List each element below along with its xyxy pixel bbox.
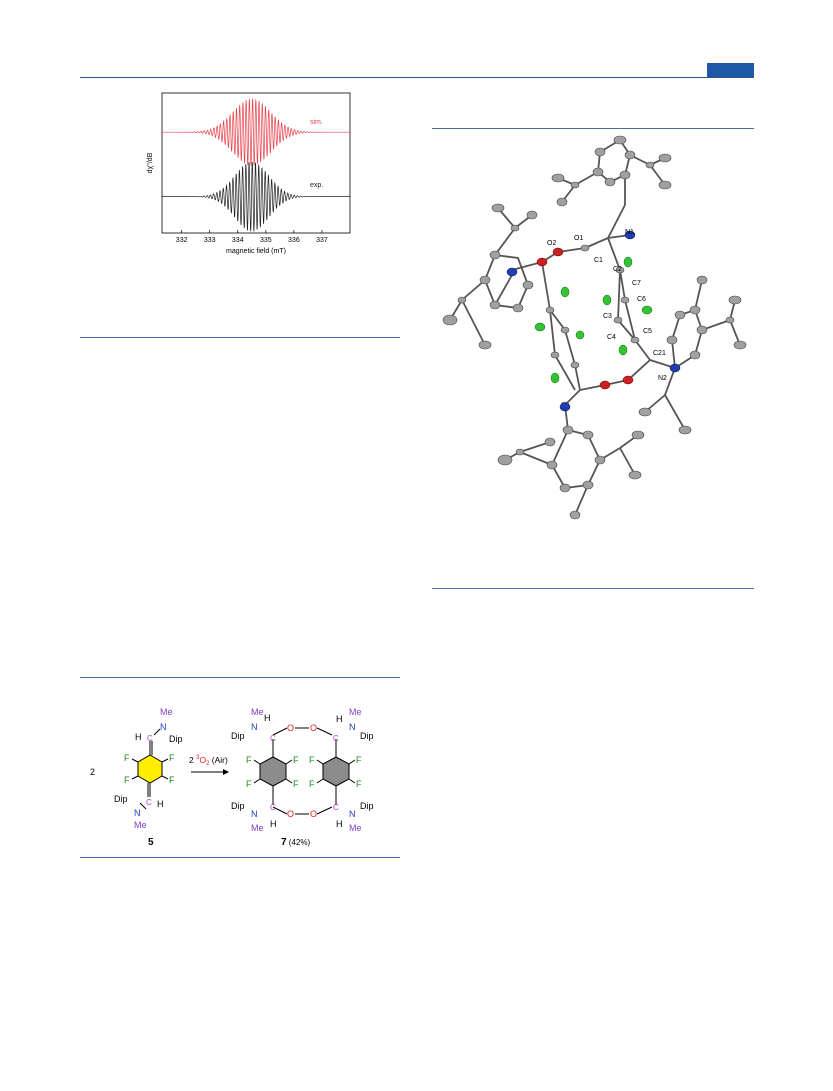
reactant-f-2: F	[169, 753, 175, 763]
product-f-3: F	[246, 779, 252, 789]
x-tick-label: 336	[288, 237, 300, 244]
product-f-7: F	[309, 779, 315, 789]
reactant-5: 2 F F F F C H N Me Dip C H N Dip Me 5	[90, 707, 183, 848]
plot-frame	[161, 92, 351, 234]
label-n2: N2	[658, 375, 667, 382]
label-c2: C2	[613, 266, 622, 273]
reactant-me-top: Me	[160, 707, 173, 717]
product-h-1: H	[264, 713, 271, 723]
reactant-c-bottom: C	[146, 798, 152, 807]
product-c-3: C	[270, 803, 276, 812]
nitrogen-atoms	[506, 230, 681, 412]
product-dip-4: Dip	[360, 801, 374, 811]
label-o1: O1	[574, 235, 583, 242]
crystal-structure: O2 O1 N1 C1 C2 C7 C6 C3 C5 C4 C21 N2	[442, 135, 747, 520]
journal-badge	[707, 63, 754, 77]
product-o-1: O	[287, 723, 294, 733]
product-ring-right	[322, 756, 350, 787]
product-f-8: F	[356, 779, 362, 789]
product-h-4: H	[336, 819, 343, 829]
reaction-arrow: 2 3O2 (Air)	[189, 755, 229, 775]
label-c7: C7	[632, 280, 641, 287]
reactant-c-top: C	[147, 734, 153, 743]
product-c-4: C	[333, 803, 339, 812]
reactant-ring	[137, 754, 163, 784]
label-c6: C6	[637, 296, 646, 303]
reactant-n-bottom: N	[134, 808, 141, 818]
product-f-5: F	[309, 755, 315, 765]
x-tick-label: 337	[316, 237, 328, 244]
x-tick-label: 332	[176, 237, 188, 244]
product-c-1: C	[270, 734, 276, 743]
product-7: F F F F F F F F O O C C H N Me Dip H N M…	[231, 707, 374, 848]
header-rule	[80, 77, 754, 78]
reactant-h-top: H	[135, 732, 142, 742]
product-dip-1: Dip	[231, 731, 245, 741]
fluorine-atoms	[534, 256, 653, 384]
product-o-2: O	[310, 723, 317, 733]
reactant-me-bottom: Me	[134, 820, 147, 830]
epr-figure: 332 333 334 335 336 337 sim. exp. magnetic fi…	[147, 92, 351, 255]
x-tick-label: 335	[260, 237, 272, 244]
reactant-dip-bottom: Dip	[114, 794, 128, 804]
product-me-4: Me	[349, 823, 362, 833]
bonds	[449, 139, 741, 516]
product-me-1: Me	[251, 707, 264, 717]
product-n-4: N	[349, 809, 356, 819]
rule-left-2	[80, 677, 400, 678]
y-axis-label: dχ''/dB	[147, 152, 154, 173]
product-f-6: F	[356, 755, 362, 765]
legend-sim: sim.	[310, 119, 323, 126]
product-ring-left	[259, 756, 287, 787]
product-c-2: C	[333, 734, 339, 743]
legend-exp: exp.	[310, 182, 323, 189]
label-o2: O2	[547, 240, 556, 247]
label-c1: C1	[594, 257, 603, 264]
reactant-f-1: F	[124, 753, 130, 763]
product-h-3: H	[270, 819, 277, 829]
arrow-reagent: 2 3O2 (Air)	[189, 755, 228, 767]
label-c5: C5	[643, 328, 652, 335]
label-c21: C21	[653, 350, 666, 357]
product-n-2: N	[349, 722, 356, 732]
product-label: 7 (42%)	[281, 837, 310, 848]
product-o-4: O	[310, 809, 317, 819]
rule-right-1	[432, 128, 754, 129]
series-exp-line	[162, 161, 350, 232]
label-c3: C3	[603, 313, 612, 320]
atom-labels: O2 O1 N1 C1 C2 C7 C6 C3 C5 C4 C21 N2	[547, 229, 667, 382]
product-f-2: F	[293, 755, 299, 765]
x-ticks: 332 333 334 335 336 337	[176, 230, 328, 244]
reactant-h-bottom: H	[157, 799, 164, 809]
reactant-dip-top: Dip	[169, 734, 183, 744]
epr-curves	[162, 98, 350, 232]
series-sim-line	[162, 98, 350, 167]
product-f-1: F	[246, 755, 252, 765]
product-me-2: Me	[349, 707, 362, 717]
x-axis-label: magnetic field (mT)	[226, 248, 286, 255]
product-o-3: O	[287, 809, 294, 819]
product-dip-3: Dip	[231, 801, 245, 811]
reactant-f-4: F	[169, 775, 175, 785]
reaction-scheme: 2 F F F F C H N Me Dip C H N Dip Me 5 2 …	[90, 707, 374, 848]
product-dip-2: Dip	[360, 731, 374, 741]
reactant-n-top: N	[160, 722, 167, 732]
product-f-4: F	[293, 779, 299, 789]
rule-left-3	[80, 857, 400, 858]
reactant-label: 5	[148, 837, 154, 848]
x-tick-label: 334	[232, 237, 244, 244]
product-n-3: N	[251, 809, 258, 819]
reactant-coefficient: 2	[90, 767, 95, 777]
label-n1: N1	[625, 229, 634, 236]
reactant-f-3: F	[124, 775, 130, 785]
product-me-3: Me	[251, 823, 264, 833]
x-tick-label: 333	[204, 237, 216, 244]
label-c4: C4	[607, 334, 616, 341]
rule-right-2	[432, 588, 754, 589]
oxygen-atoms	[536, 247, 634, 390]
product-h-2: H	[336, 714, 343, 724]
carbon-atoms	[442, 135, 747, 520]
rule-left-1	[80, 337, 400, 338]
product-n-1: N	[251, 722, 258, 732]
